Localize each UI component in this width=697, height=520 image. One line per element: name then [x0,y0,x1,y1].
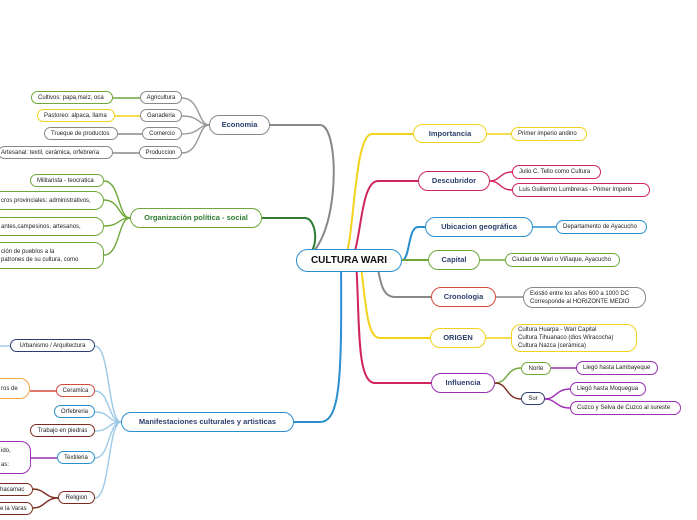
economia-detail-agricultura[interactable]: Cultivos: papa,maíz, oca [31,91,113,104]
origen-detail[interactable]: Cultura Huarpa - Wari Capital Cultura Ti… [511,324,637,352]
economia-category-produccion[interactable]: Produccion [139,146,182,159]
connector-economia [270,124,335,261]
economia-detail-produccion[interactable]: Artesanal: textil, cerámica, orfebrería [0,146,113,159]
connector-ubicacion [401,226,425,261]
origen-line-1: Cultura Huarpa - Wari Capital [518,327,597,333]
origen-line-2: Cultura Tihuanaco (dios Wiracocha) [518,335,614,341]
economia-detail-ganaderia[interactable]: Pastoreo: alpaca, llama [37,109,115,122]
cronologia-line-2: Corresponde al HORIZONTE MEDIO [530,298,630,305]
descubridor-item-lumbreras[interactable]: Luis Guillermo Lumbreras - Primer Imperi… [512,183,650,197]
religion-detail-pachacamac[interactable]: hacamac [0,483,33,496]
economia-detail-comercio[interactable]: Trueque de productos [44,127,118,140]
norte-item-lambayeque[interactable]: Llegó hasta Lambayeque [576,361,658,375]
manifestaciones-urbanismo[interactable]: Urbanismo / Arquitectura [10,339,95,352]
capital-detail[interactable]: Ciudad de Wari o Viñaque, Ayacucho [505,253,620,267]
topic-influencia[interactable]: Influencia [431,373,495,393]
cronologia-line-1: Existió entre los años 600 a 1000 DC [530,290,630,297]
connector-origen [359,259,430,339]
manifestaciones-textileria[interactable]: Textileria [57,451,95,464]
origen-line-3: Cultura Nazca (cerámica) [518,343,587,349]
central-topic[interactable]: CULTURA WARI [296,249,402,272]
connector-importancia [341,133,413,261]
economia-category-comercio[interactable]: Comercio [142,127,182,140]
topic-importancia[interactable]: Importancia [413,124,487,143]
economia-category-ganaderia[interactable]: Ganaderia [140,109,182,122]
influencia-sur[interactable]: Sur [521,392,545,405]
importancia-detail[interactable]: Primer imperio andino [511,127,587,141]
connector-manifestaciones [294,261,343,423]
topic-ubicacion[interactable]: Ubicacion geográfica [425,217,533,237]
manifestaciones-ceramica[interactable]: Ceramica [56,384,95,397]
religion-detail-varas[interactable]: e la Varas [0,502,33,515]
topic-origen[interactable]: ORIGEN [430,328,486,348]
economia-category-agricultura[interactable]: Agricultura [140,91,182,104]
organizacion-item-pueblos[interactable]: ción de pueblos a la patrones de su cult… [0,242,104,269]
topic-economia[interactable]: Economia [209,115,270,135]
ubicacion-detail[interactable]: Departamento de Ayacucho [556,220,647,234]
organizacion-item-provinciales[interactable]: cros provinciales: administrativos, [0,191,104,210]
descubridor-item-tello[interactable]: Julio C. Tello como Cultura [512,165,601,179]
topic-cronologia[interactable]: Cronologia [431,287,496,307]
pueblos-line-1: ción de pueblos a la [1,248,55,255]
connector-influencia [355,259,431,384]
influencia-norte[interactable]: Norte [521,362,551,375]
sur-item-cuzco[interactable]: Cuzco y Selva de Cuzco al sureste [570,401,681,415]
textileria-line-1: ido, [1,447,11,454]
organizacion-item-campesinos[interactable]: antes,campesinos, artesanos, [0,217,104,236]
organizacion-item-militarista[interactable]: Militarista - teocratica [30,174,104,187]
topic-descubridor[interactable]: Descubridor [418,171,490,191]
topic-manifestaciones[interactable]: Manifestaciones culturales y artisticas [121,412,294,432]
manifestaciones-religion[interactable]: Religion [58,491,95,504]
cronologia-detail[interactable]: Existió entre los años 600 a 1000 DC Cor… [523,287,646,308]
topic-organizacion[interactable]: Organización política - social [130,208,262,228]
sur-item-moquegua[interactable]: Llegó hasta Moquegua [570,382,646,396]
topic-capital[interactable]: Capital [428,250,480,270]
manifestaciones-piedras[interactable]: Trabajo en piedras [30,424,95,437]
pueblos-line-2: patrones de su cultura, como [1,256,79,263]
textileria-line-2: as: [1,461,10,468]
ceramica-detail-fragment[interactable]: ros de [0,378,30,399]
textileria-detail-fragment[interactable]: ido, as: [0,441,31,474]
manifestaciones-orfebreria[interactable]: Orfebreria [54,405,95,418]
